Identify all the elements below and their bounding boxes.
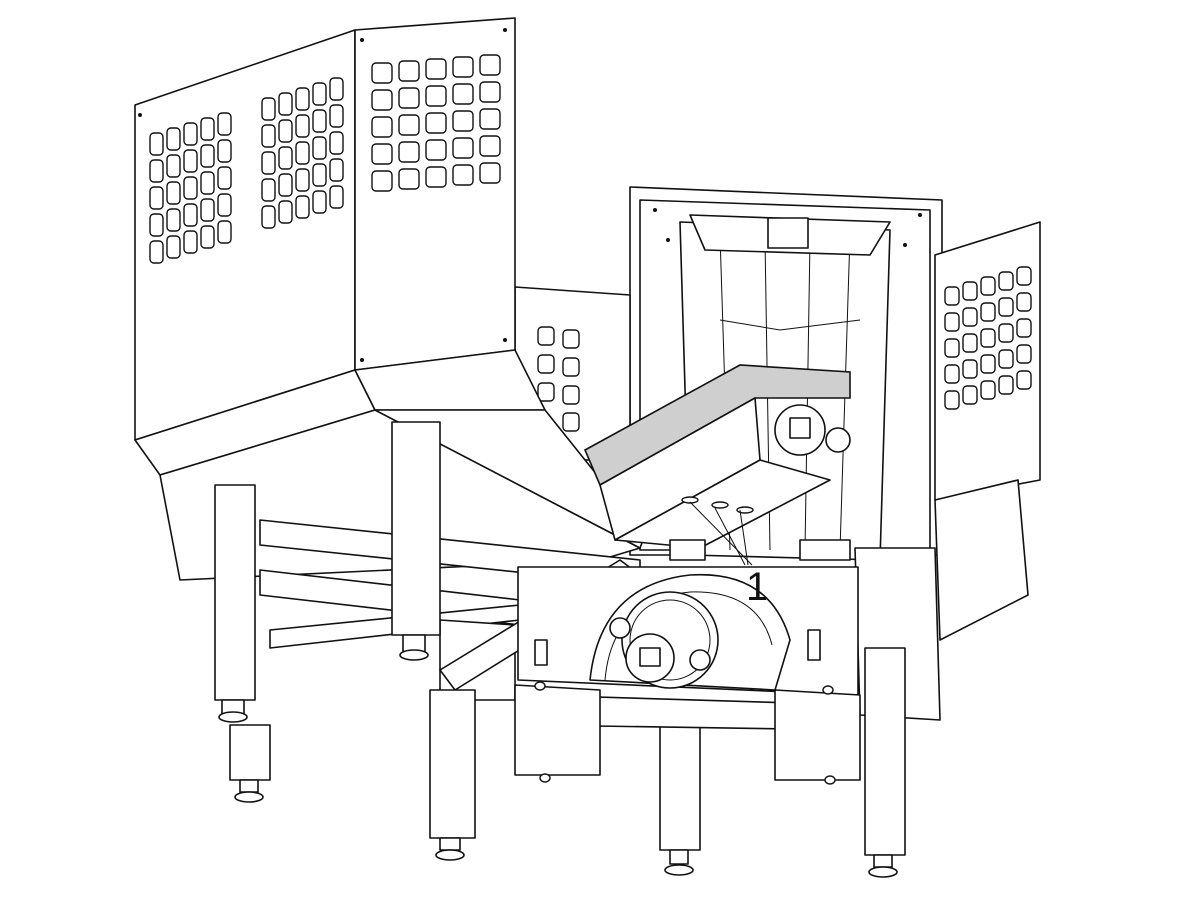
support-leg-2 <box>229 724 271 803</box>
support-leg-5 <box>659 724 701 876</box>
support-leg-3 <box>391 421 441 661</box>
callout-1: 1 <box>689 501 768 609</box>
support-leg-4 <box>429 689 476 861</box>
rotary-base-plate <box>514 539 861 785</box>
support-leg-6 <box>864 647 906 878</box>
inclined-conveyor <box>583 364 851 549</box>
support-leg-1 <box>214 484 256 723</box>
callout-number: 1 <box>746 565 768 609</box>
